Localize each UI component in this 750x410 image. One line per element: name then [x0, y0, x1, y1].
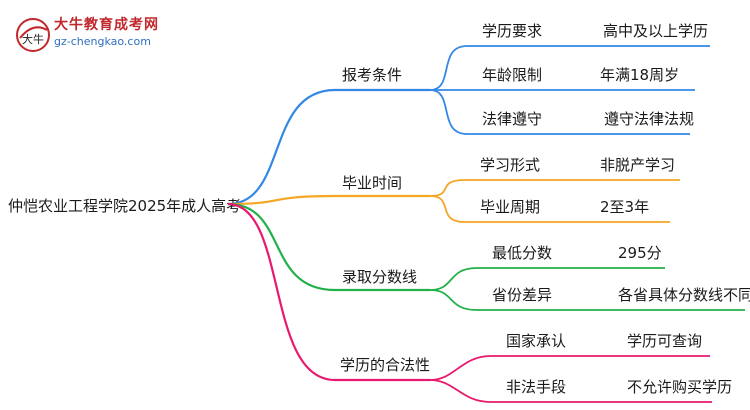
leaf-connector-2-2 — [429, 195, 670, 223]
logo-mark-icon: 大牛 — [16, 18, 50, 52]
site-logo[interactable]: 大牛 大牛教育成考网 gz-chengkao.com — [14, 16, 214, 56]
leaf-connector-2-1 — [429, 179, 680, 197]
leaf-label: 毕业周期 — [480, 198, 540, 216]
branch-label-2: 毕业时间 — [342, 174, 402, 192]
branch-connector-1 — [227, 88, 430, 206]
leaf-connector-3-1 — [429, 267, 665, 291]
leaf-label: 省份差异 — [492, 286, 552, 304]
leaf-label: 年龄限制 — [482, 66, 542, 84]
logo-mark-text: 大牛 — [22, 32, 44, 46]
leaf-value: 各省具体分数线不同 — [618, 286, 750, 304]
leaf-value: 2至3年 — [600, 198, 649, 216]
leaf-connector-1-3 — [429, 89, 690, 135]
branch-connector-2 — [227, 194, 430, 206]
leaf-connector-4-1 — [429, 355, 710, 381]
leaf-value: 高中及以上学历 — [603, 22, 708, 40]
leaf-connector-1-1 — [429, 45, 710, 91]
leaf-label: 非法手段 — [506, 378, 566, 396]
branch-connector-4 — [227, 202, 430, 382]
leaf-label: 学历要求 — [482, 22, 542, 40]
leaf-value: 非脱产学习 — [600, 156, 675, 174]
leaf-connector-4-2 — [429, 379, 712, 403]
leaf-value: 年满18周岁 — [600, 66, 679, 84]
leaf-label: 最低分数 — [492, 244, 552, 262]
logo-title: 大牛教育成考网 — [54, 17, 159, 33]
branches: 报考条件学历要求高中及以上学历年龄限制年满18周岁法律遵守遵守法律法规毕业时间学… — [227, 22, 750, 403]
leaf-value: 不允许购买学历 — [627, 378, 732, 396]
root-node: 仲恺农业工程学院2025年成人高考 — [8, 197, 241, 215]
branch-label-4: 学历的合法性 — [340, 356, 430, 374]
leaf-value: 295分 — [618, 244, 662, 262]
logo-url: gz-chengkao.com — [54, 35, 151, 48]
leaf-value: 遵守法律法规 — [604, 110, 694, 128]
leaf-label: 法律遵守 — [482, 110, 542, 128]
leaf-connector-3-2 — [429, 289, 745, 311]
leaf-label: 学习形式 — [480, 156, 540, 174]
leaf-value: 学历可查询 — [627, 332, 702, 350]
branch-label-1: 报考条件 — [342, 66, 402, 84]
branch-connector-3 — [227, 202, 430, 292]
branch-label-3: 录取分数线 — [342, 268, 417, 286]
leaf-label: 国家承认 — [506, 332, 566, 350]
